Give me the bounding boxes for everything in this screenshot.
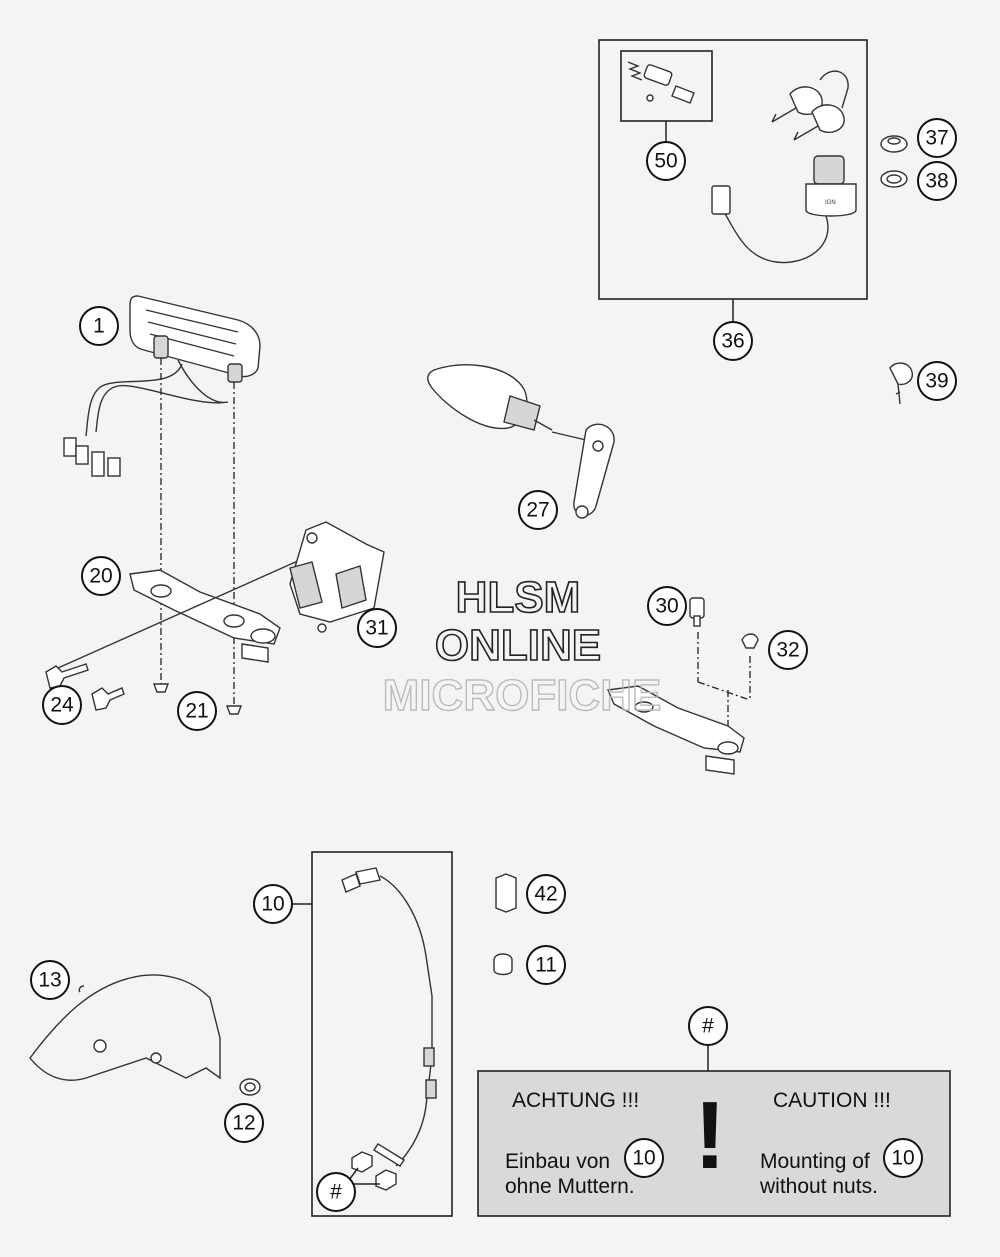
callout-21: 21 bbox=[177, 691, 217, 731]
watermark: HLSM ONLINE MICROFICHE bbox=[382, 572, 662, 721]
svg-text:1: 1 bbox=[93, 315, 105, 338]
svg-text:42: 42 bbox=[534, 883, 557, 906]
svg-text:36: 36 bbox=[721, 330, 744, 353]
svg-text:37: 37 bbox=[925, 127, 948, 150]
note-en-line-1: Mounting of bbox=[760, 1150, 870, 1173]
cable-kit-group bbox=[293, 851, 453, 1217]
keys-pair bbox=[771, 70, 849, 141]
svg-text:27: 27 bbox=[526, 499, 549, 522]
mount-holder bbox=[289, 521, 385, 633]
rear-bracket bbox=[606, 597, 759, 775]
svg-text:32: 32 bbox=[776, 639, 799, 662]
svg-text:50: 50 bbox=[654, 150, 677, 173]
callout-36: 36 bbox=[713, 321, 753, 361]
watermark-line-1: HLSM bbox=[456, 573, 581, 622]
svg-text:30: 30 bbox=[655, 595, 678, 618]
callout-24: 24 bbox=[42, 685, 82, 725]
svg-text:11: 11 bbox=[535, 954, 557, 977]
note-de-line-1: Einbau von bbox=[505, 1150, 610, 1173]
callout-hash-nuts: # bbox=[316, 1172, 356, 1212]
callout-42: 42 bbox=[526, 874, 566, 914]
svg-text:38: 38 bbox=[925, 170, 948, 193]
svg-text:21: 21 bbox=[185, 700, 208, 723]
ignition-switch: IGN bbox=[711, 155, 857, 264]
watermark-line-2: ONLINE bbox=[435, 621, 601, 670]
note-en-ref: 10 bbox=[883, 1138, 923, 1178]
svg-text:39: 39 bbox=[925, 370, 948, 393]
callout-11: 11 bbox=[526, 945, 566, 985]
lock-cylinder-parts bbox=[627, 61, 695, 104]
callout-hash-note: # bbox=[688, 1006, 728, 1046]
svg-text:24: 24 bbox=[50, 694, 74, 717]
callout-27: 27 bbox=[518, 490, 558, 530]
note-en-heading: CAUTION !!! bbox=[773, 1089, 891, 1112]
svg-text:IGN: IGN bbox=[825, 200, 836, 206]
svg-text:#: # bbox=[330, 1181, 342, 1204]
callout-30: 30 bbox=[647, 586, 687, 626]
clip-and-clamp bbox=[493, 873, 517, 976]
svg-text:10: 10 bbox=[261, 893, 284, 916]
callout-10: 10 bbox=[253, 884, 293, 924]
instrument-bracket bbox=[129, 569, 281, 663]
caution-note: ACHTUNG !!! Einbau von 10 ohne Muttern. … bbox=[477, 1045, 951, 1217]
note-de-heading: ACHTUNG !!! bbox=[512, 1089, 639, 1112]
exclamation-mark: ! bbox=[694, 1082, 726, 1189]
cable-kit-frame bbox=[311, 851, 453, 1217]
ignition-kit-group: IGN bbox=[598, 39, 868, 322]
callout-32: 32 bbox=[768, 630, 808, 670]
callout-12: 12 bbox=[224, 1103, 264, 1143]
callout-20: 20 bbox=[81, 556, 121, 596]
callout-1: 1 bbox=[79, 306, 119, 346]
note-en-line-2: without nuts. bbox=[759, 1175, 878, 1198]
watermark-line-3: MICROFICHE bbox=[383, 671, 662, 720]
callout-39: 39 bbox=[917, 361, 957, 401]
lock-cylinder-subframe bbox=[620, 50, 713, 122]
speedometer-assembly bbox=[63, 295, 261, 706]
caution-box bbox=[477, 1070, 951, 1217]
note-de-line-2: ohne Muttern. bbox=[505, 1175, 635, 1198]
note-en-ref-label: 10 bbox=[891, 1147, 914, 1170]
svg-text:31: 31 bbox=[365, 617, 388, 640]
spare-key bbox=[889, 362, 913, 405]
callout-50: 50 bbox=[646, 141, 686, 181]
note-de-ref-label: 10 bbox=[632, 1147, 655, 1170]
svg-text:#: # bbox=[702, 1015, 714, 1038]
svg-text:13: 13 bbox=[38, 969, 61, 992]
callout-38: 38 bbox=[917, 161, 957, 201]
svg-text:12: 12 bbox=[232, 1112, 255, 1135]
callout-37: 37 bbox=[917, 118, 957, 158]
turn-signal bbox=[427, 364, 615, 519]
engine-cover-outline bbox=[29, 974, 261, 1096]
callout-31: 31 bbox=[357, 608, 397, 648]
note-de-ref: 10 bbox=[624, 1138, 664, 1178]
washers bbox=[880, 135, 908, 188]
callout-13: 13 bbox=[30, 960, 70, 1000]
svg-text:20: 20 bbox=[89, 565, 112, 588]
